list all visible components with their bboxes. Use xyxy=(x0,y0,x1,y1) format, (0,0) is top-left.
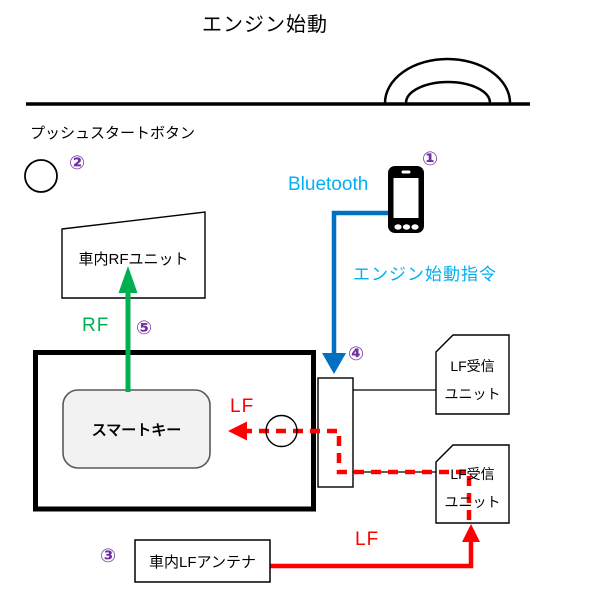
lf-receiver-upper-line2: ユニット xyxy=(444,386,501,402)
bluetooth-command-arrow xyxy=(322,210,388,374)
lf-receiver-upper-label: LF受信 ユニット xyxy=(436,352,509,408)
step-2-badge: ② xyxy=(69,153,86,174)
engine-command-label: エンジン始動指令 xyxy=(353,265,497,284)
lf-receiver-lower-doc xyxy=(435,444,510,524)
rf-signal-label: RF xyxy=(82,315,110,336)
page-title: エンジン始動 xyxy=(202,14,328,36)
step-1-badge: ① xyxy=(422,149,439,170)
lf-receiver-lower-line2: ユニット xyxy=(444,494,501,510)
lf-receiver-upper-line1: LF受信 xyxy=(450,358,495,374)
smart-key-label: スマートキー xyxy=(91,421,182,439)
rf-unit-trapezoid xyxy=(61,211,206,299)
smart-key-box xyxy=(62,389,211,469)
lf-coupling-circle xyxy=(265,414,298,448)
push-start-label: プッシュスタートボタン xyxy=(30,125,196,142)
rf-unit-label: 車内RFユニット xyxy=(78,250,189,268)
lf-receiver-lower-label: LF受信 ユニット xyxy=(436,460,509,516)
lf-antenna-label: 車内LFアンテナ xyxy=(149,553,256,571)
push-start-button-circle xyxy=(24,159,58,193)
lf-receiver-lower-line1: LF受信 xyxy=(450,466,495,482)
step-4-badge: ④ xyxy=(348,344,365,365)
step-5-badge: ⑤ xyxy=(136,318,153,339)
lf-solid-arrow xyxy=(270,524,480,569)
bluetooth-label: Bluetooth xyxy=(288,174,369,195)
lf-signal-label-bottom: LF xyxy=(355,529,380,550)
lf-dashed-arrow xyxy=(228,421,472,520)
step-3-badge: ③ xyxy=(100,546,117,567)
car-outline-icon xyxy=(383,57,512,104)
lf-signal-label-key: LF xyxy=(230,396,255,417)
smartphone-icon xyxy=(388,166,424,233)
lf-receiver-upper-doc xyxy=(435,334,510,415)
rf-arrow xyxy=(118,266,138,392)
lf-antenna-box xyxy=(134,539,271,583)
